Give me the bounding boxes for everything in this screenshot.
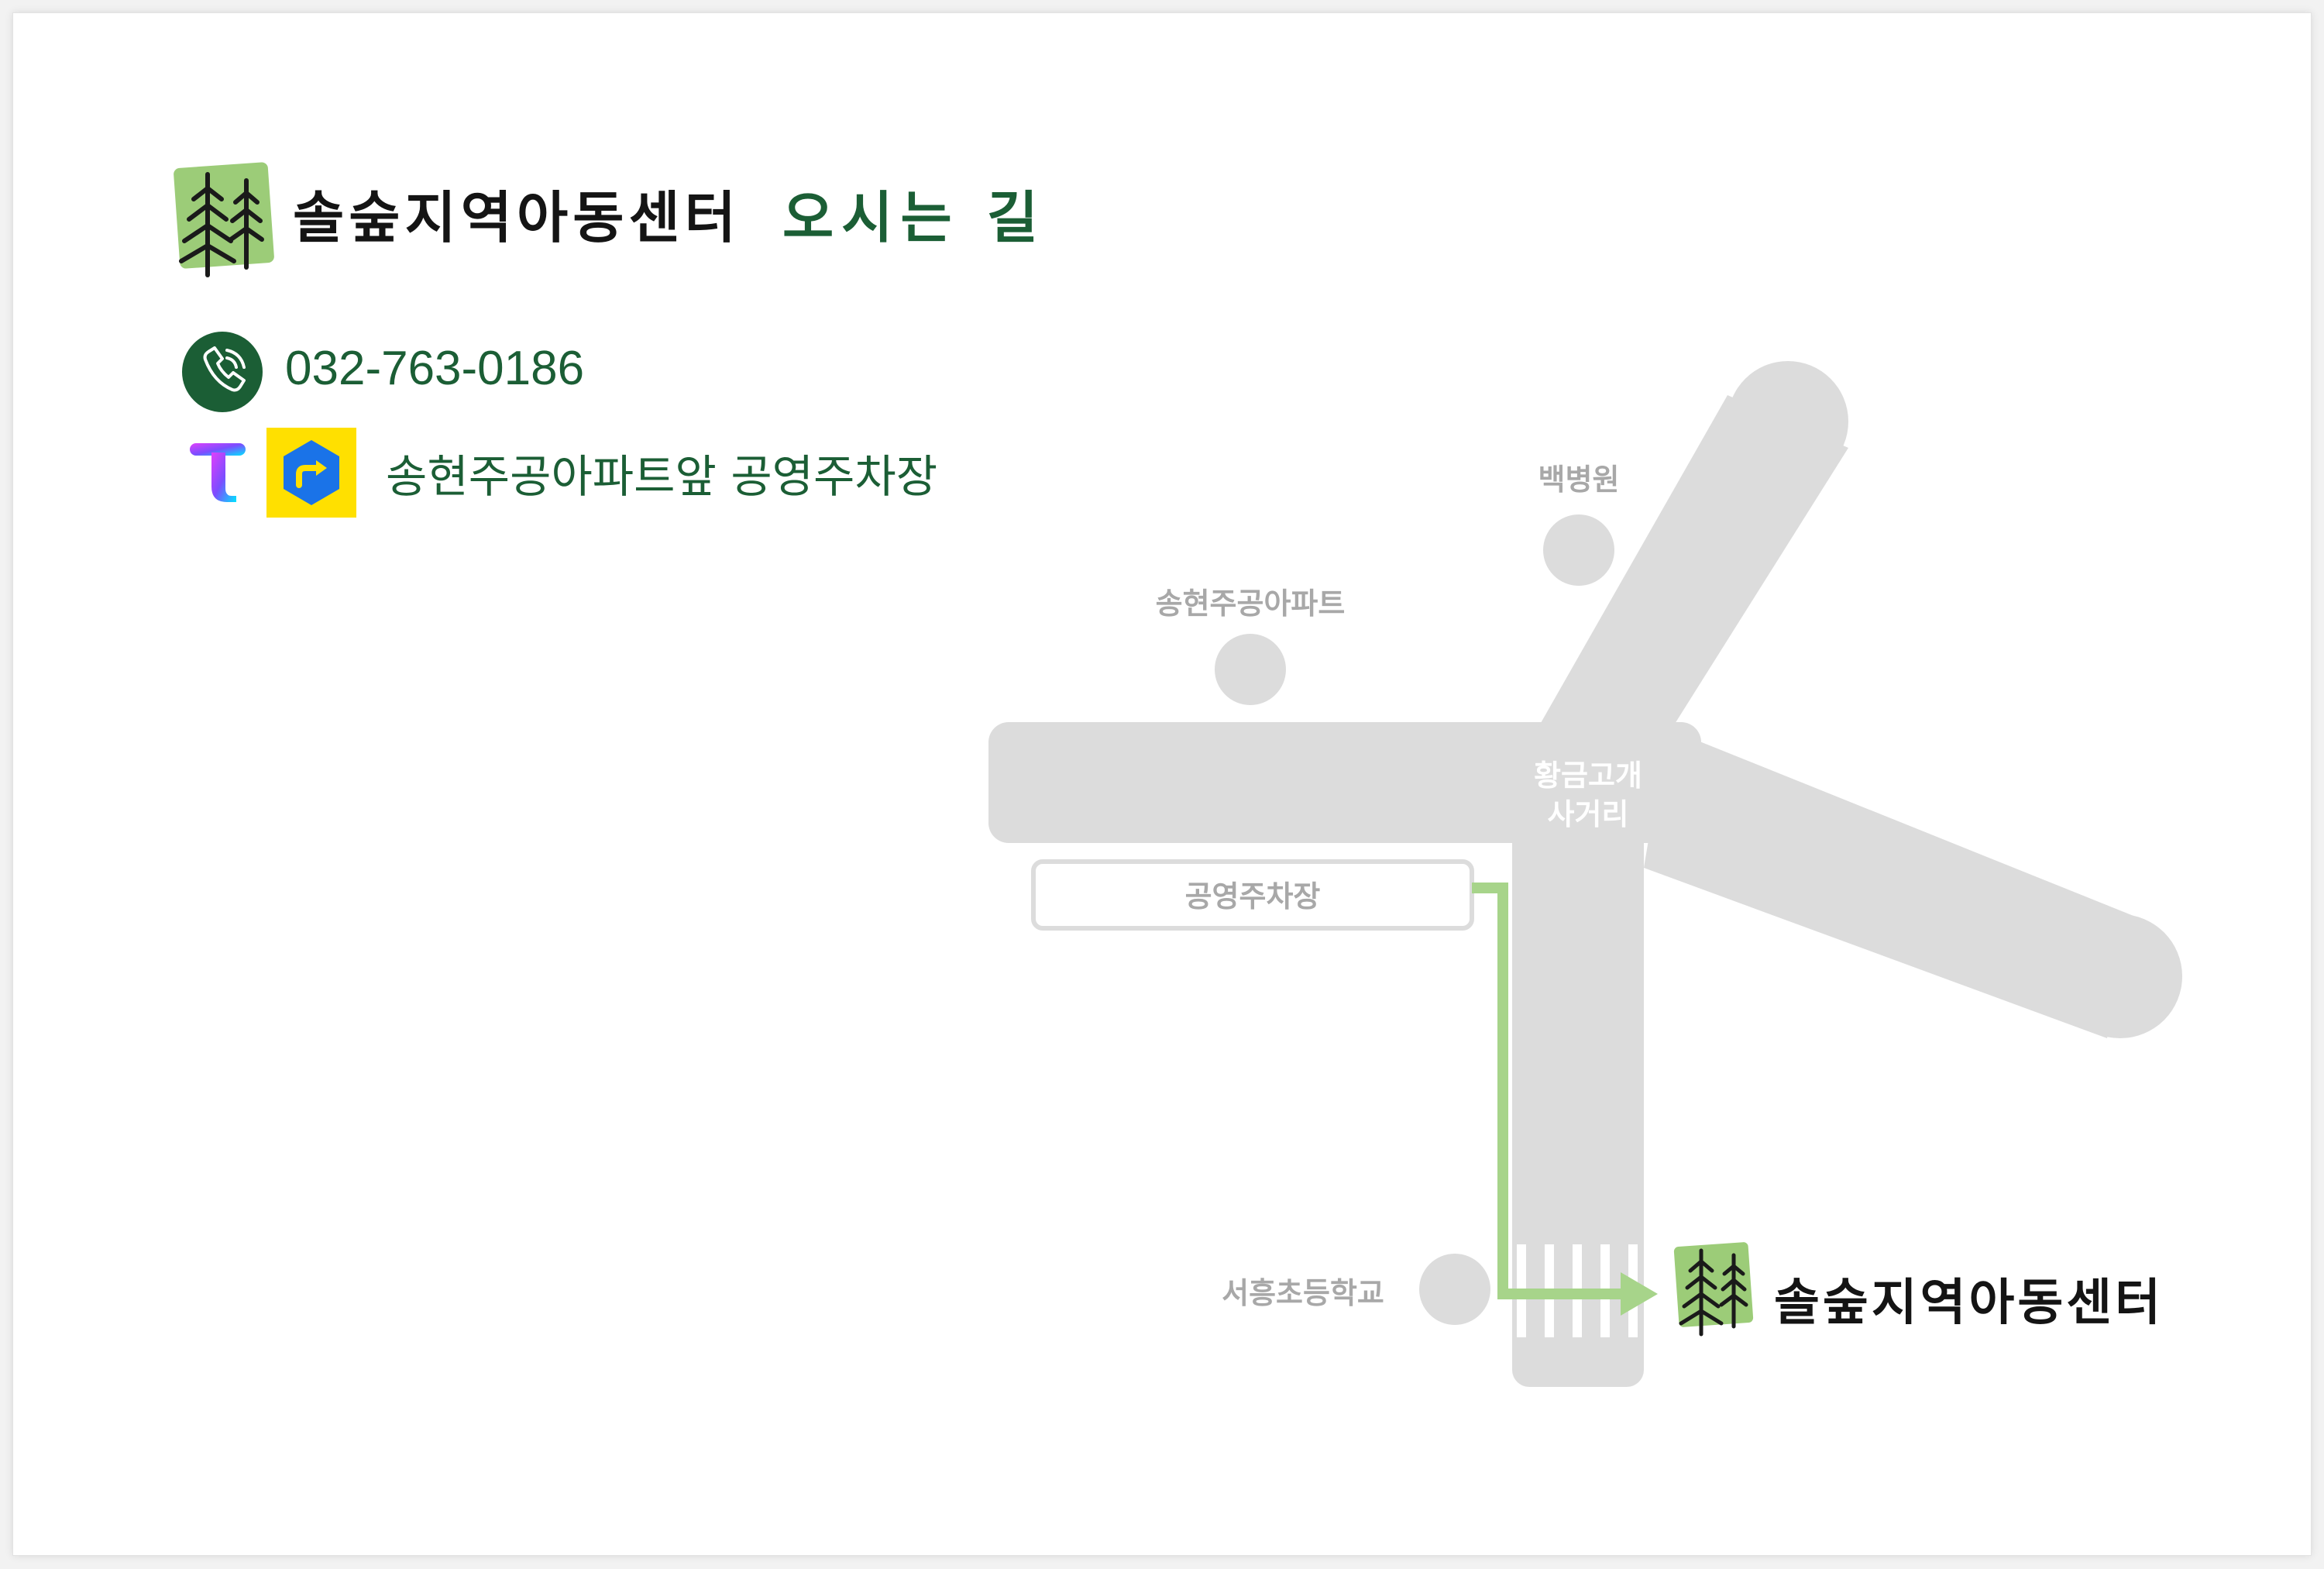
school-marker [1419,1254,1490,1325]
parking-lot-box [1031,859,1474,931]
tmap-icon[interactable] [190,440,246,502]
center-name-title: 솔숲지역아동센터 [293,184,741,250]
hospital-label: 백병원 [1538,463,1620,497]
diagonal-road-southeast [1644,728,2133,1038]
pine-tree-logo-icon [174,162,274,277]
intersection-label-line1: 황금고개 [1534,759,1642,793]
destination-logo-icon [1673,1242,1754,1337]
apartment-marker [1215,634,1286,705]
school-label: 서흥초등학교 [1222,1276,1384,1310]
diagonal-road-northeast [1538,395,1848,736]
destination-name: 솔숲지역아동센터 [1774,1274,2164,1332]
parking-location: 송현주공아파트앞 공영주차장 [386,450,938,503]
walking-route [1472,883,1627,1299]
hospital-marker [1543,514,1614,586]
phone-number[interactable]: 032-763-0186 [285,342,585,395]
intersection-label-line2: 사거리 [1548,797,1629,831]
vertical-road [1512,775,1644,1387]
parking-lot-label: 공영주차장 [1185,879,1321,914]
route-arrow [1621,1272,1658,1316]
phone-icon [182,332,263,412]
apartment-label: 송현주공아파트 [1156,587,1346,621]
directions-subtitle: 오시는 길 [782,184,1047,250]
kakaonavi-icon[interactable] [266,428,356,518]
